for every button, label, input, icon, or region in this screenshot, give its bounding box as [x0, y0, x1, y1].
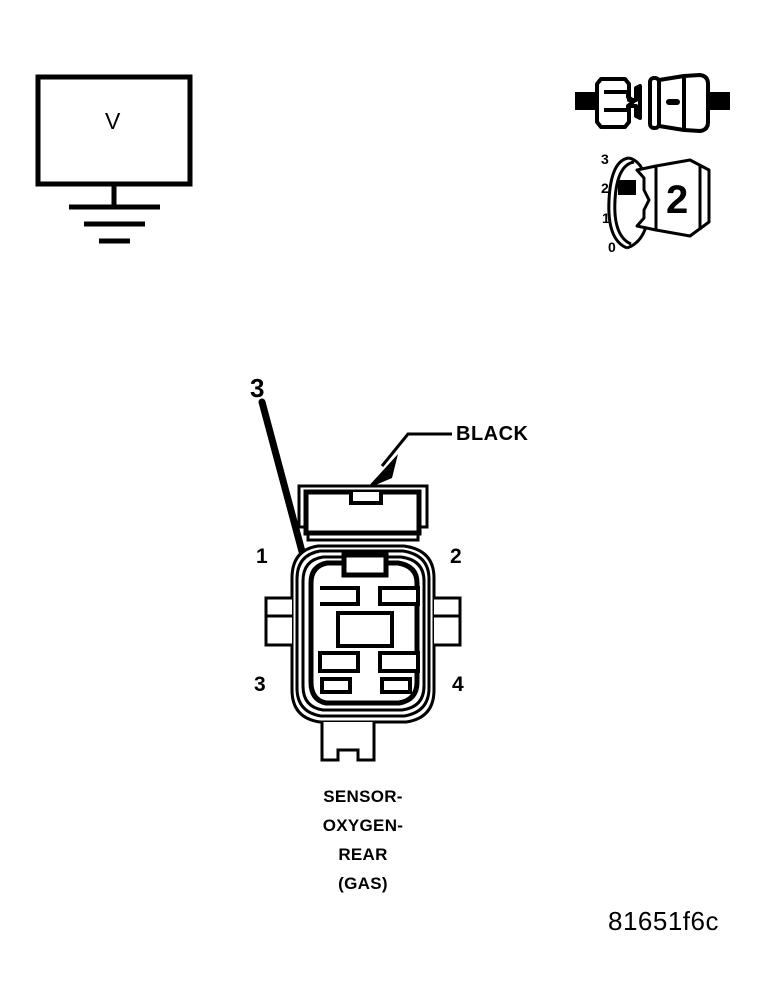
connector-end-view: [607, 156, 711, 250]
component-name-line-3: REAR: [338, 845, 388, 864]
dial-label-3: 3: [601, 151, 609, 167]
test-connector-pair: [575, 73, 730, 133]
pin-number-2: 2: [450, 545, 462, 568]
voltmeter-symbol: [35, 74, 193, 244]
pin-number-3: 3: [254, 673, 266, 696]
oxygen-sensor-connector: [264, 484, 462, 762]
black-wire-leader: [366, 432, 452, 489]
callout-number-3: 3: [250, 373, 265, 403]
dial-label-0: 0: [608, 239, 616, 255]
component-name-block: SENSOR- OXYGEN- REAR (GAS): [243, 787, 483, 903]
component-name-line-4: (GAS): [338, 874, 388, 893]
selector-value-label: 2: [666, 178, 689, 222]
dial-label-2: 2: [601, 180, 609, 196]
figure-code: 81651f6c: [608, 906, 719, 936]
pin-number-4: 4: [452, 673, 464, 696]
voltmeter-label: V: [105, 108, 121, 134]
component-name-line-1: SENSOR-: [323, 787, 403, 806]
wire-color-label-black: BLACK: [456, 423, 529, 445]
component-name-line-2: OXYGEN-: [322, 816, 404, 835]
pin-number-1: 1: [256, 545, 268, 568]
dial-label-1: 1: [602, 210, 610, 226]
